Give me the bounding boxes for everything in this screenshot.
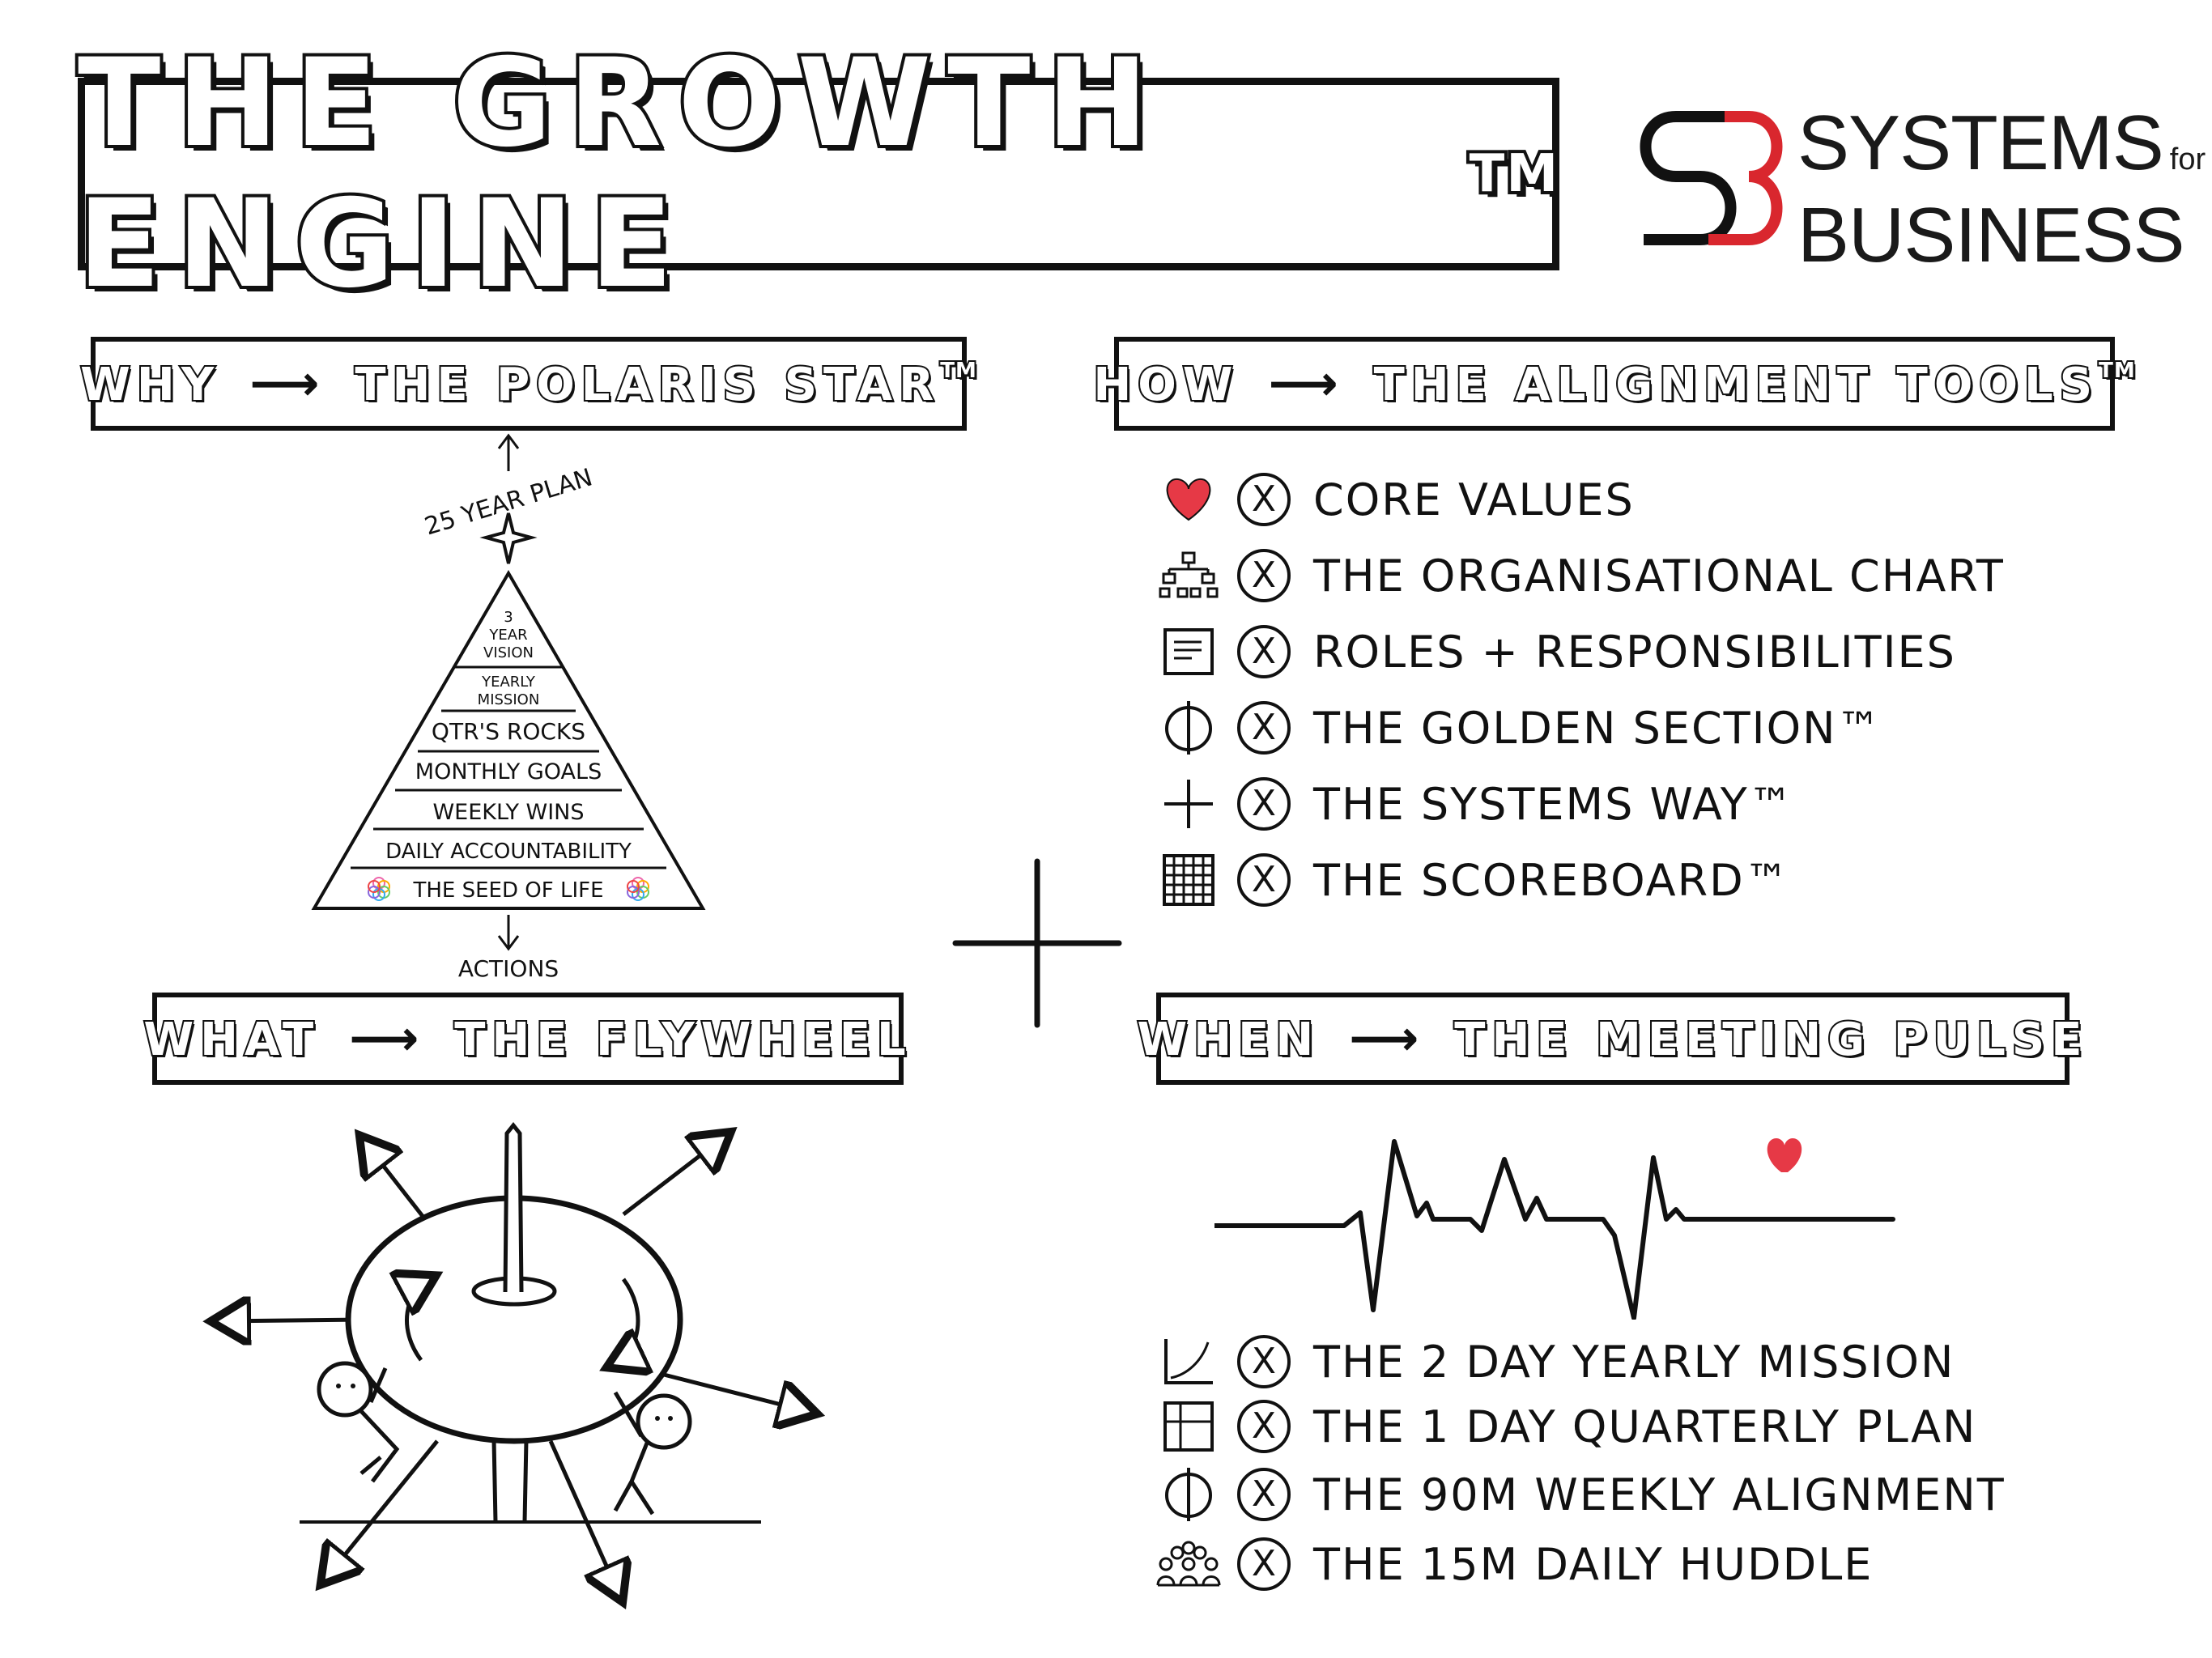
pyramid-goals: MONTHLY GOALS bbox=[415, 759, 602, 784]
page-title: THE GROWTH ENGINE TM bbox=[74, 30, 1561, 318]
golden-section-icon bbox=[1155, 1465, 1223, 1524]
twenty-five-year-plan-label: 25 YEAR PLAN bbox=[422, 463, 596, 541]
check-circle-icon[interactable]: X bbox=[1237, 473, 1291, 526]
when-heading-left: WHEN bbox=[1136, 1012, 1321, 1068]
what-heading-left: WHAT bbox=[142, 1012, 321, 1068]
heart-icon bbox=[1155, 470, 1223, 529]
check-circle-icon[interactable]: X bbox=[1237, 777, 1291, 831]
list-item: X THE 15M DAILY HUDDLE bbox=[1155, 1530, 2006, 1598]
how-heading-right: THE ALIGNMENT TOOLS bbox=[1372, 357, 2099, 413]
list-item: X THE 2 DAY YEARLY MISSION bbox=[1155, 1329, 2006, 1394]
tool-label: THE GOLDEN SECTION™ bbox=[1313, 702, 1882, 754]
polaris-pyramid: 25 YEAR PLAN 3 YEAR VISION YEARLY MISSIO… bbox=[311, 433, 706, 982]
center-plus-icon bbox=[952, 858, 1122, 1028]
list-item: X THE SCOREBOARD™ bbox=[1155, 844, 2005, 916]
meeting-label: THE 1 DAY QUARTERLY PLAN bbox=[1313, 1401, 1977, 1452]
actions-label: ACTIONS bbox=[458, 955, 559, 982]
check-circle-icon[interactable]: X bbox=[1237, 701, 1291, 755]
sb-logo-mark-icon bbox=[1640, 111, 1783, 245]
how-heading: HOW ⟶ THE ALIGNMENT TOOLSTM bbox=[1091, 337, 2137, 431]
list-item: X THE 90M WEEKLY ALIGNMENT bbox=[1155, 1459, 2006, 1530]
org-chart-icon bbox=[1155, 546, 1223, 606]
when-heading-right: THE MEETING PULSE bbox=[1453, 1012, 2089, 1068]
why-heading: WHY ⟶ THE POLARIS STARTM bbox=[79, 337, 978, 431]
logo-line2: BUSINESS bbox=[1797, 192, 2184, 278]
page-title-tm: TM bbox=[1466, 141, 1561, 207]
tool-label: THE ORGANISATIONAL CHART bbox=[1313, 550, 2005, 602]
list-item: X ROLES + RESPONSIBILITIES bbox=[1155, 615, 2005, 688]
flywheel-illustration bbox=[194, 1121, 842, 1619]
check-circle-icon[interactable]: X bbox=[1237, 549, 1291, 602]
pyramid-wins: WEEKLY WINS bbox=[432, 800, 584, 825]
team-icon bbox=[1155, 1534, 1223, 1594]
check-circle-icon[interactable]: X bbox=[1237, 1335, 1291, 1388]
meeting-label: THE 15M DAILY HUDDLE bbox=[1313, 1538, 1874, 1590]
golden-section-icon bbox=[1155, 698, 1223, 758]
what-heading: WHAT⟶THE FLYWHEEL bbox=[142, 993, 908, 1085]
plus-icon bbox=[1155, 774, 1223, 834]
tool-label: ROLES + RESPONSIBILITIES bbox=[1313, 626, 1956, 678]
pyramid-vision-line3: VISION bbox=[483, 644, 534, 661]
page-title-text: THE GROWTH ENGINE bbox=[74, 30, 1164, 318]
meetings-list: X THE 2 DAY YEARLY MISSION X THE 1 DAY Q… bbox=[1155, 1329, 2006, 1598]
pyramid-vision-line2: YEAR bbox=[488, 627, 527, 644]
why-heading-left: WHY bbox=[79, 357, 221, 413]
how-heading-left: HOW bbox=[1091, 357, 1240, 413]
list-item: X CORE VALUES bbox=[1155, 463, 2005, 536]
right-arrow-icon: ⟶ bbox=[1268, 355, 1345, 412]
quarter-grid-icon bbox=[1155, 1397, 1223, 1456]
tool-label: CORE VALUES bbox=[1313, 474, 1635, 525]
tool-label: THE SYSTEMS WAY™ bbox=[1313, 778, 1794, 830]
check-circle-icon[interactable]: X bbox=[1237, 853, 1291, 907]
growth-curve-icon bbox=[1155, 1332, 1223, 1392]
list-item: X THE GOLDEN SECTION™ bbox=[1155, 691, 2005, 764]
stick-figure-left bbox=[317, 1361, 400, 1483]
document-icon bbox=[1155, 622, 1223, 682]
meeting-label: THE 2 DAY YEARLY MISSION bbox=[1313, 1336, 1955, 1388]
pyramid-mission-line1: YEARLY bbox=[481, 674, 536, 691]
list-item: X THE ORGANISATIONAL CHART bbox=[1155, 539, 2005, 612]
seed-of-life-icon-right bbox=[627, 877, 649, 901]
logo-for: for bbox=[2169, 142, 2206, 176]
check-circle-icon[interactable]: X bbox=[1237, 1400, 1291, 1453]
right-arrow-icon: ⟶ bbox=[1349, 1010, 1426, 1067]
list-item: X THE SYSTEMS WAY™ bbox=[1155, 767, 2005, 840]
list-item: X THE 1 DAY QUARTERLY PLAN bbox=[1155, 1394, 2006, 1459]
logo-line1: SYSTEMS bbox=[1797, 100, 2164, 186]
pyramid-vision-line1: 3 bbox=[504, 609, 513, 626]
pyramid-seed: THE SEED OF LIFE bbox=[413, 878, 604, 903]
heartbeat-line-icon bbox=[1214, 1138, 1895, 1320]
why-heading-right: THE POLARIS STAR bbox=[353, 357, 941, 413]
title-frame bbox=[78, 78, 1559, 270]
when-heading: WHEN⟶THE MEETING PULSE bbox=[1136, 993, 2083, 1085]
meeting-label: THE 90M WEEKLY ALIGNMENT bbox=[1313, 1469, 2006, 1520]
right-arrow-icon: ⟶ bbox=[349, 1010, 426, 1067]
pyramid-mission-line2: MISSION bbox=[478, 691, 540, 708]
check-circle-icon[interactable]: X bbox=[1237, 1468, 1291, 1521]
stick-figure-right bbox=[613, 1391, 692, 1516]
check-circle-icon[interactable]: X bbox=[1237, 625, 1291, 678]
tool-label: THE SCOREBOARD™ bbox=[1313, 854, 1790, 906]
why-heading-tm: TM bbox=[938, 357, 978, 385]
right-arrow-icon: ⟶ bbox=[249, 355, 326, 412]
how-heading-tm: TM bbox=[2097, 357, 2137, 385]
scoreboard-grid-icon bbox=[1155, 850, 1223, 910]
seed-of-life-icon-left bbox=[368, 877, 390, 901]
polaris-star-icon bbox=[479, 512, 538, 564]
check-circle-icon[interactable]: X bbox=[1237, 1537, 1291, 1591]
pyramid-rocks: QTR'S ROCKS bbox=[432, 718, 585, 745]
what-heading-right: THE FLYWHEEL bbox=[453, 1012, 912, 1068]
alignment-tools-list: X CORE VALUES X THE ORGANISATIONAL CHART… bbox=[1155, 463, 2005, 916]
pyramid-accountability: DAILY ACCOUNTABILITY bbox=[385, 840, 632, 864]
